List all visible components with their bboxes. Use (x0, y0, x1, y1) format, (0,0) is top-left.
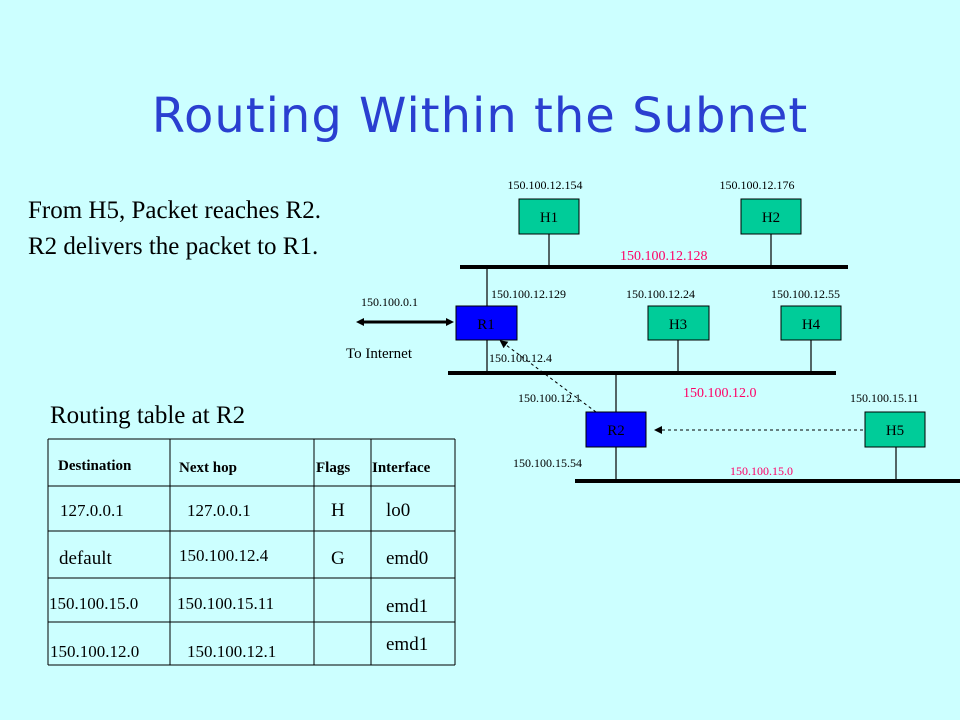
table-header-next-hop: Next hop (179, 460, 237, 476)
table-cell-destination: 127.0.0.1 (60, 501, 124, 520)
router-r2-label: R2 (607, 423, 625, 439)
table-cell-next-hop: 150.100.12.1 (187, 642, 276, 661)
host-h3-label: H3 (669, 317, 687, 333)
host-h3-box (647, 305, 710, 341)
router-r1-box (455, 305, 518, 341)
host-h5-box (864, 411, 926, 448)
table-cell-next-hop: 150.100.12.4 (179, 546, 269, 565)
router-r1-label: R1 (477, 317, 495, 333)
r1-upper-ip-label: 150.100.12.129 (491, 287, 566, 301)
h5-ip-label: 150.100.15.11 (850, 391, 919, 405)
table-cell-flags: G (331, 548, 345, 569)
table-cell-destination: 150.100.15.0 (49, 594, 138, 613)
table-cell-destination: default (59, 548, 112, 569)
table-header-destination: Destination (58, 458, 132, 474)
r1-internet-ip-label: 150.100.0.1 (361, 295, 418, 309)
host-h2-label: H2 (762, 210, 780, 226)
description-line-1: From H5, Packet reaches R2. (28, 197, 321, 224)
subnet-bottom-label: 150.100.15.0 (730, 464, 793, 478)
table-cell-interface: emd1 (386, 596, 428, 617)
r2-upper-ip-label: 150.100.12.1 (518, 391, 581, 405)
host-h4-box (780, 305, 842, 341)
host-h1-label: H1 (540, 210, 558, 226)
table-cell-interface: emd0 (386, 548, 428, 569)
h1-ip-label: 150.100.12.154 (508, 178, 583, 192)
routing-table-title: Routing table at R2 (50, 402, 246, 429)
r2-lower-ip-label: 150.100.15.54 (513, 456, 582, 470)
subnet-middle-label: 150.100.12.0 (683, 386, 757, 401)
host-h1-box (518, 198, 580, 235)
table-cell-interface: lo0 (386, 500, 410, 521)
description-line-2: R2 delivers the packet to R1. (28, 233, 319, 260)
table-header-flags: Flags (316, 460, 350, 476)
table-header-interface: Interface (372, 460, 431, 476)
h2-ip-label: 150.100.12.176 (720, 178, 795, 192)
r1-lower-ip-label: 150.100.12.4 (489, 351, 552, 365)
subnet-top-label: 150.100.12.128 (620, 249, 708, 264)
h3-ip-label: 150.100.12.24 (626, 287, 695, 301)
to-internet-label: To Internet (346, 346, 413, 362)
h4-ip-label: 150.100.12.55 (771, 287, 840, 301)
host-h4-label: H4 (802, 317, 821, 333)
table-cell-interface: emd1 (386, 634, 428, 655)
routing-table: Destination Next hop Flags Interface 127… (47, 438, 456, 666)
slide-title: Routing Within the Subnet (151, 88, 809, 144)
table-cell-next-hop: 150.100.15.11 (177, 594, 274, 613)
router-r2-box (585, 411, 647, 448)
packet-path-r2-to-r1 (499, 340, 597, 413)
table-cell-next-hop: 127.0.0.1 (187, 501, 251, 520)
table-cell-flags: H (331, 500, 345, 521)
host-h2-box (740, 198, 802, 235)
table-cell-destination: 150.100.12.0 (50, 642, 139, 661)
host-h5-label: H5 (886, 423, 904, 439)
